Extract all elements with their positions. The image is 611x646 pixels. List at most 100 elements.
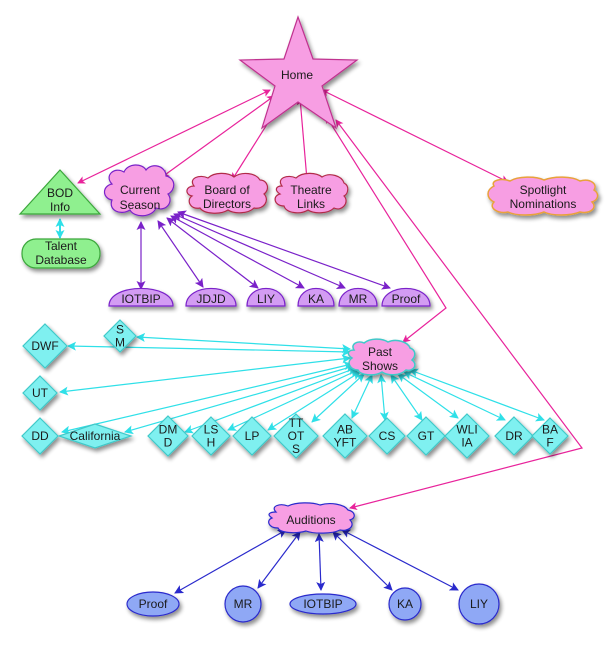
half-dome-shape [338,287,378,307]
diamond-shape [22,323,68,369]
edge-past-shows-dr [403,371,506,421]
edge-home-auditions [335,119,584,511]
node-auditions[interactable] [268,502,355,534]
node-past-show-california[interactable]: California [57,423,133,449]
node-auditions-label: Auditions [286,513,335,527]
node-past-show-cs[interactable]: CS [368,417,406,455]
node-past-show-label: H [207,436,216,450]
node-past-show-lsh[interactable]: LSH [191,416,231,456]
diamond-shape [368,417,406,455]
node-audition-label: IOTBIP [303,597,342,611]
diamond-shape [21,417,59,455]
edge-auditions-mr [257,531,301,589]
node-theatre-links[interactable] [274,172,349,214]
node-past-show-label: DWF [31,339,58,353]
node-audition-mr[interactable]: MR [224,585,262,623]
node-past-show-label: F [546,436,553,450]
node-past-show-label: CS [379,429,396,443]
node-season-show-iotbip[interactable]: IOTBIP [108,287,174,307]
diamond-shape [444,413,490,459]
node-board-of-directors[interactable] [186,172,269,214]
node-current-season-label-2: Season [120,198,161,212]
node-season-show-liy[interactable]: LIY [246,287,286,307]
node-current-season-label-1: Current [120,183,161,197]
node-talent-database-label-2: Database [35,253,87,267]
node-past-show-label: AB [337,423,353,437]
node-bod-info[interactable] [18,169,102,215]
node-past-show-dd[interactable]: DD [21,417,59,455]
audition-items-group: Proof MR IOTBIP KA LIY [126,583,500,625]
node-past-show-ut[interactable]: UT [22,375,58,411]
edge-auditions-proof [174,529,287,594]
node-talent-database[interactable] [21,238,101,269]
edge-past-shows-sm [136,332,351,354]
node-past-show-dr[interactable]: DR [494,416,534,456]
node-audition-proof[interactable]: Proof [126,591,180,617]
node-past-show-label: TT [289,416,304,430]
node-audition-label: Proof [139,597,168,611]
node-past-show-lp[interactable]: LP [232,416,272,456]
node-past-show-dmd[interactable]: DMD [147,415,189,457]
ellipse-shape [458,583,500,625]
node-season-show-label: JDJD [196,292,226,306]
node-past-shows[interactable] [347,338,416,376]
node-past-show-label: DM [159,423,178,437]
edge-current-season-ka [170,215,305,289]
diamond-shape [191,416,231,456]
node-current-season[interactable] [103,164,175,217]
node-season-show-proof[interactable]: Proof [381,287,431,307]
node-home[interactable] [238,15,359,130]
node-past-show-label: BA [542,423,558,437]
edge-current-season-proof [177,210,391,290]
diamond-shape [406,416,446,456]
half-dome-shape [381,287,431,307]
node-bod-info-label-1: BOD [47,186,73,200]
node-past-show-label: S [116,323,124,337]
node-season-show-mr[interactable]: MR [338,287,378,307]
node-past-show-gt[interactable]: GT [406,416,446,456]
edge-current-season-mr [173,213,346,289]
node-home-label: Home [281,68,313,82]
node-past-show-label: S [292,442,300,456]
diamond-shape [273,413,319,459]
node-audition-liy[interactable]: LIY [458,583,500,625]
node-theatre-links-label-2: Links [297,197,325,211]
node-past-show-label: UT [32,386,49,400]
node-past-show-baf[interactable]: BAF [531,417,569,455]
edge-auditions-liy [341,529,459,591]
diamond-shape [57,423,133,449]
node-past-show-label: LS [204,423,219,437]
diamond-shape [147,415,189,457]
node-season-show-ka[interactable]: KA [297,287,335,307]
node-past-show-label: IA [461,436,472,450]
node-spotlight-nominations[interactable] [487,176,599,216]
edge-current-season-jdjd [157,220,204,288]
half-dome-shape [108,287,174,307]
node-past-shows-label-2: Shows [362,359,398,373]
node-talent-database-label-1: Talent [45,239,78,253]
edge-auditions-iotbip [314,533,326,591]
node-audition-iotbip[interactable]: IOTBIP [289,593,357,615]
diamond-shape [494,416,534,456]
node-audition-label: MR [234,597,253,611]
edge-past-shows-baf [409,368,545,422]
node-past-show-label: WLI [456,423,477,437]
node-past-show-sm[interactable]: SM [103,319,137,353]
node-season-show-label: LIY [257,292,275,306]
node-audition-ka[interactable]: KA [388,587,422,621]
diamond-shape [22,375,58,411]
node-past-show-label: M [115,336,125,350]
node-past-show-dwf[interactable]: DWF [22,323,68,369]
node-past-show-label: California [70,429,121,443]
node-season-show-jdjd[interactable]: JDJD [185,287,237,307]
node-board-of-directors-label-2: Directors [203,197,251,211]
diamond-shape [232,416,272,456]
edge-home-theatre-links [296,97,311,181]
node-season-show-label: KA [308,292,324,306]
